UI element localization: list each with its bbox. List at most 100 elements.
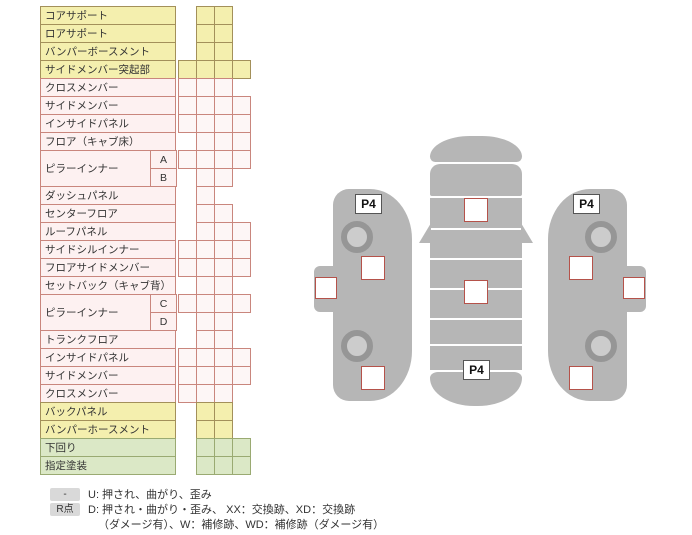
damage-cell: [214, 222, 233, 241]
wheel-icon: [341, 221, 373, 253]
part-label: ダッシュパネル: [40, 186, 176, 205]
damage-cell: [214, 60, 233, 79]
damage-cell: [196, 276, 215, 295]
wheel-icon: [585, 330, 617, 362]
part-label: サイドメンバー: [40, 96, 176, 115]
hood-segment: [430, 164, 522, 196]
damage-cell: [214, 438, 233, 457]
damage-cell: [214, 312, 233, 331]
damage-cell: [196, 438, 215, 457]
damage-cell: [232, 258, 251, 277]
legend-text: （ダメージ有）、W：補修跡、WD：補修跡（ダメージ有）: [98, 519, 385, 531]
damage-cell: [214, 420, 233, 439]
damage-cell: [232, 294, 251, 313]
damage-cell: [196, 60, 215, 79]
legend-badge-dash: -: [50, 488, 80, 501]
damage-cell: [196, 384, 215, 403]
damage-cell: [232, 132, 251, 151]
damage-cell: [214, 348, 233, 367]
front-bumper-segment: [430, 136, 522, 162]
damage-cell: [214, 6, 233, 25]
parts-table: コアサポートロアサポートバンパーボースメントサイドメンバー突起部クロスメンバーサ…: [40, 6, 256, 476]
damage-cell: [214, 366, 233, 385]
roof-segment: [430, 260, 522, 288]
part-label: ロアサポート: [40, 24, 176, 43]
wheel-icon: [341, 330, 373, 362]
part-label: フロアサイドメンバー: [40, 258, 176, 277]
part-label: バンパーボースメント: [40, 42, 176, 61]
damage-cell: [196, 204, 215, 223]
damage-cell: [214, 96, 233, 115]
legend-badge-rpoint: R点: [50, 503, 80, 516]
car-side-view-left: [333, 189, 412, 401]
damage-cell: [196, 6, 215, 25]
part-label: クロスメンバー: [40, 78, 176, 97]
damage-cell: [214, 24, 233, 43]
legend: - U: 押され、曲がり、歪み R点 D: 押され・曲がり・歪み、 XX：交換跡…: [50, 488, 384, 533]
trunk-segment: [430, 346, 522, 370]
part-sublabel: C: [150, 294, 177, 313]
damage-cell: [178, 240, 197, 259]
damage-cell: [232, 366, 251, 385]
damage-cell: [178, 348, 197, 367]
damage-cell: [214, 402, 233, 421]
car-top-view: [430, 136, 522, 406]
damage-cell: [214, 132, 233, 151]
damage-cell: [214, 456, 233, 475]
damage-cell: [196, 150, 215, 169]
damage-cell: [214, 114, 233, 133]
damage-cell: [196, 78, 215, 97]
part-label: ピラーインナー: [40, 294, 151, 331]
part-label: インサイドパネル: [40, 348, 176, 367]
damage-cell: [232, 60, 251, 79]
part-label: バックパネル: [40, 402, 176, 421]
side-mirror-shape: [521, 223, 533, 243]
legend-text: U: 押され、曲がり、歪み: [88, 489, 212, 501]
damage-cell: [232, 348, 251, 367]
damage-cell: [232, 240, 251, 259]
damage-cell: [196, 168, 215, 187]
damage-cell: [232, 150, 251, 169]
damage-cell: [178, 384, 197, 403]
damage-cell: [196, 186, 215, 205]
damage-cell: [214, 330, 233, 349]
part-label: サイドメンバー: [40, 366, 176, 385]
roof-segment: [430, 230, 522, 258]
part-label: セットバック（キャブ背）: [40, 276, 176, 295]
damage-cell: [178, 114, 197, 133]
damage-cell: [178, 60, 197, 79]
damage-cell: [214, 168, 233, 187]
damage-cell: [196, 348, 215, 367]
part-label: フロア（キャブ床）: [40, 132, 176, 151]
side-mirror-shape: [419, 223, 431, 243]
part-label: サイドメンバー突起部: [40, 60, 176, 79]
damage-cell: [214, 240, 233, 259]
damage-cell: [196, 24, 215, 43]
roof-bump-left: [314, 266, 338, 312]
part-label: クロスメンバー: [40, 384, 176, 403]
part-label: コアサポート: [40, 6, 176, 25]
rear-bumper-segment: [430, 372, 522, 406]
damage-cell: [196, 240, 215, 259]
windshield-segment: [430, 198, 522, 228]
damage-cell: [178, 78, 197, 97]
damage-cell: [178, 96, 197, 115]
roof-segment: [430, 290, 522, 318]
car-side-view-right: [548, 189, 627, 401]
damage-cell: [214, 78, 233, 97]
damage-cell: [196, 366, 215, 385]
part-label: インサイドパネル: [40, 114, 176, 133]
damage-cell: [178, 366, 197, 385]
part-label: バンパーホースメント: [40, 420, 176, 439]
damage-cell: [214, 294, 233, 313]
damage-cell: [196, 222, 215, 241]
part-label: 指定塗装: [40, 456, 176, 475]
damage-cell: [196, 258, 215, 277]
legend-row: （ダメージ有）、W：補修跡、WD：補修跡（ダメージ有）: [98, 518, 384, 532]
damage-cell: [214, 150, 233, 169]
part-label: ピラーインナー: [40, 150, 151, 187]
damage-cell: [232, 456, 251, 475]
damage-cell: [232, 96, 251, 115]
part-sublabel: B: [150, 168, 177, 187]
